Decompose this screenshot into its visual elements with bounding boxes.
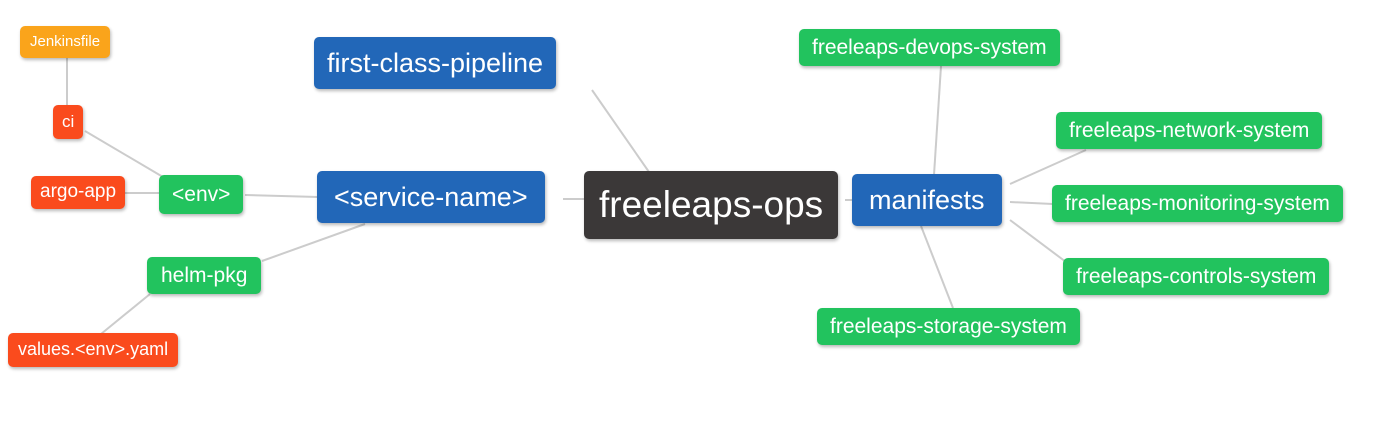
edge-env-service-name bbox=[244, 194, 319, 198]
edge-manifests-monitoring-system bbox=[1009, 201, 1054, 205]
node-devops-system[interactable]: freeleaps-devops-system bbox=[799, 29, 1060, 67]
edge-manifests-storage-system bbox=[920, 225, 954, 309]
edge-first-class-pipeline-freeleaps-ops bbox=[591, 89, 650, 173]
node-storage-system[interactable]: freeleaps-storage-system bbox=[817, 308, 1080, 346]
edge-manifests-controls-system bbox=[1009, 219, 1067, 263]
node-manifests[interactable]: manifests bbox=[852, 174, 1002, 227]
node-ci[interactable]: ci bbox=[53, 105, 84, 140]
node-env[interactable]: <env> bbox=[159, 175, 244, 215]
node-first-class-pipeline[interactable]: first-class-pipeline bbox=[314, 37, 557, 90]
node-controls-system[interactable]: freeleaps-controls-system bbox=[1063, 258, 1330, 296]
node-argo-app[interactable]: argo-app bbox=[31, 176, 126, 209]
node-service-name[interactable]: <service-name> bbox=[317, 171, 545, 224]
node-jenkinsfile[interactable]: Jenkinsfile bbox=[20, 26, 111, 58]
node-helm-pkg[interactable]: helm-pkg bbox=[147, 257, 262, 295]
edge-manifests-network-system bbox=[1009, 149, 1087, 185]
edge-ci-env bbox=[84, 130, 164, 178]
node-monitoring-system[interactable]: freeleaps-monitoring-system bbox=[1052, 185, 1343, 223]
edge-helm-pkg-values-env-yaml bbox=[100, 293, 151, 335]
edge-manifests-devops-system bbox=[933, 65, 942, 176]
node-freeleaps-ops[interactable]: freeleaps-ops bbox=[584, 171, 839, 240]
node-network-system[interactable]: freeleaps-network-system bbox=[1056, 112, 1323, 150]
node-values-env-yaml[interactable]: values.<env>.yaml bbox=[8, 333, 179, 367]
edge-service-name-helm-pkg bbox=[261, 223, 366, 262]
